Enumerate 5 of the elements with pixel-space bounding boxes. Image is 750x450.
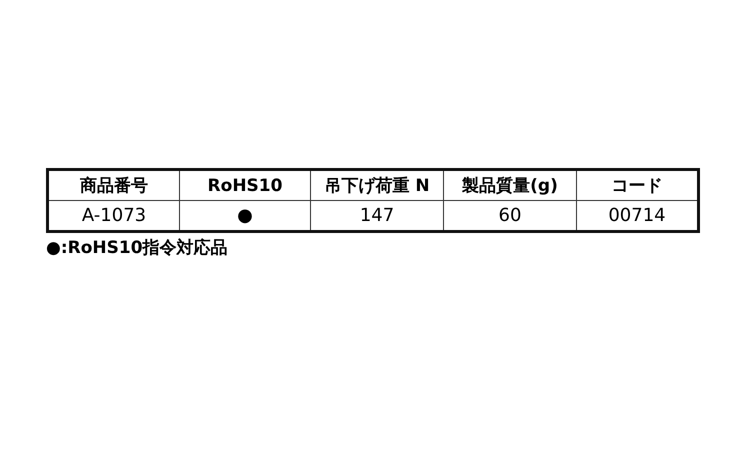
header-cell: 吊下げ荷重 N <box>310 170 444 200</box>
header-cell: RoHS10 <box>180 170 310 200</box>
header-cell: 商品番号 <box>48 170 180 200</box>
header-cell: 製品質量(g) <box>444 170 576 200</box>
footnote: ●:RoHS10指令対応品 <box>46 237 228 259</box>
